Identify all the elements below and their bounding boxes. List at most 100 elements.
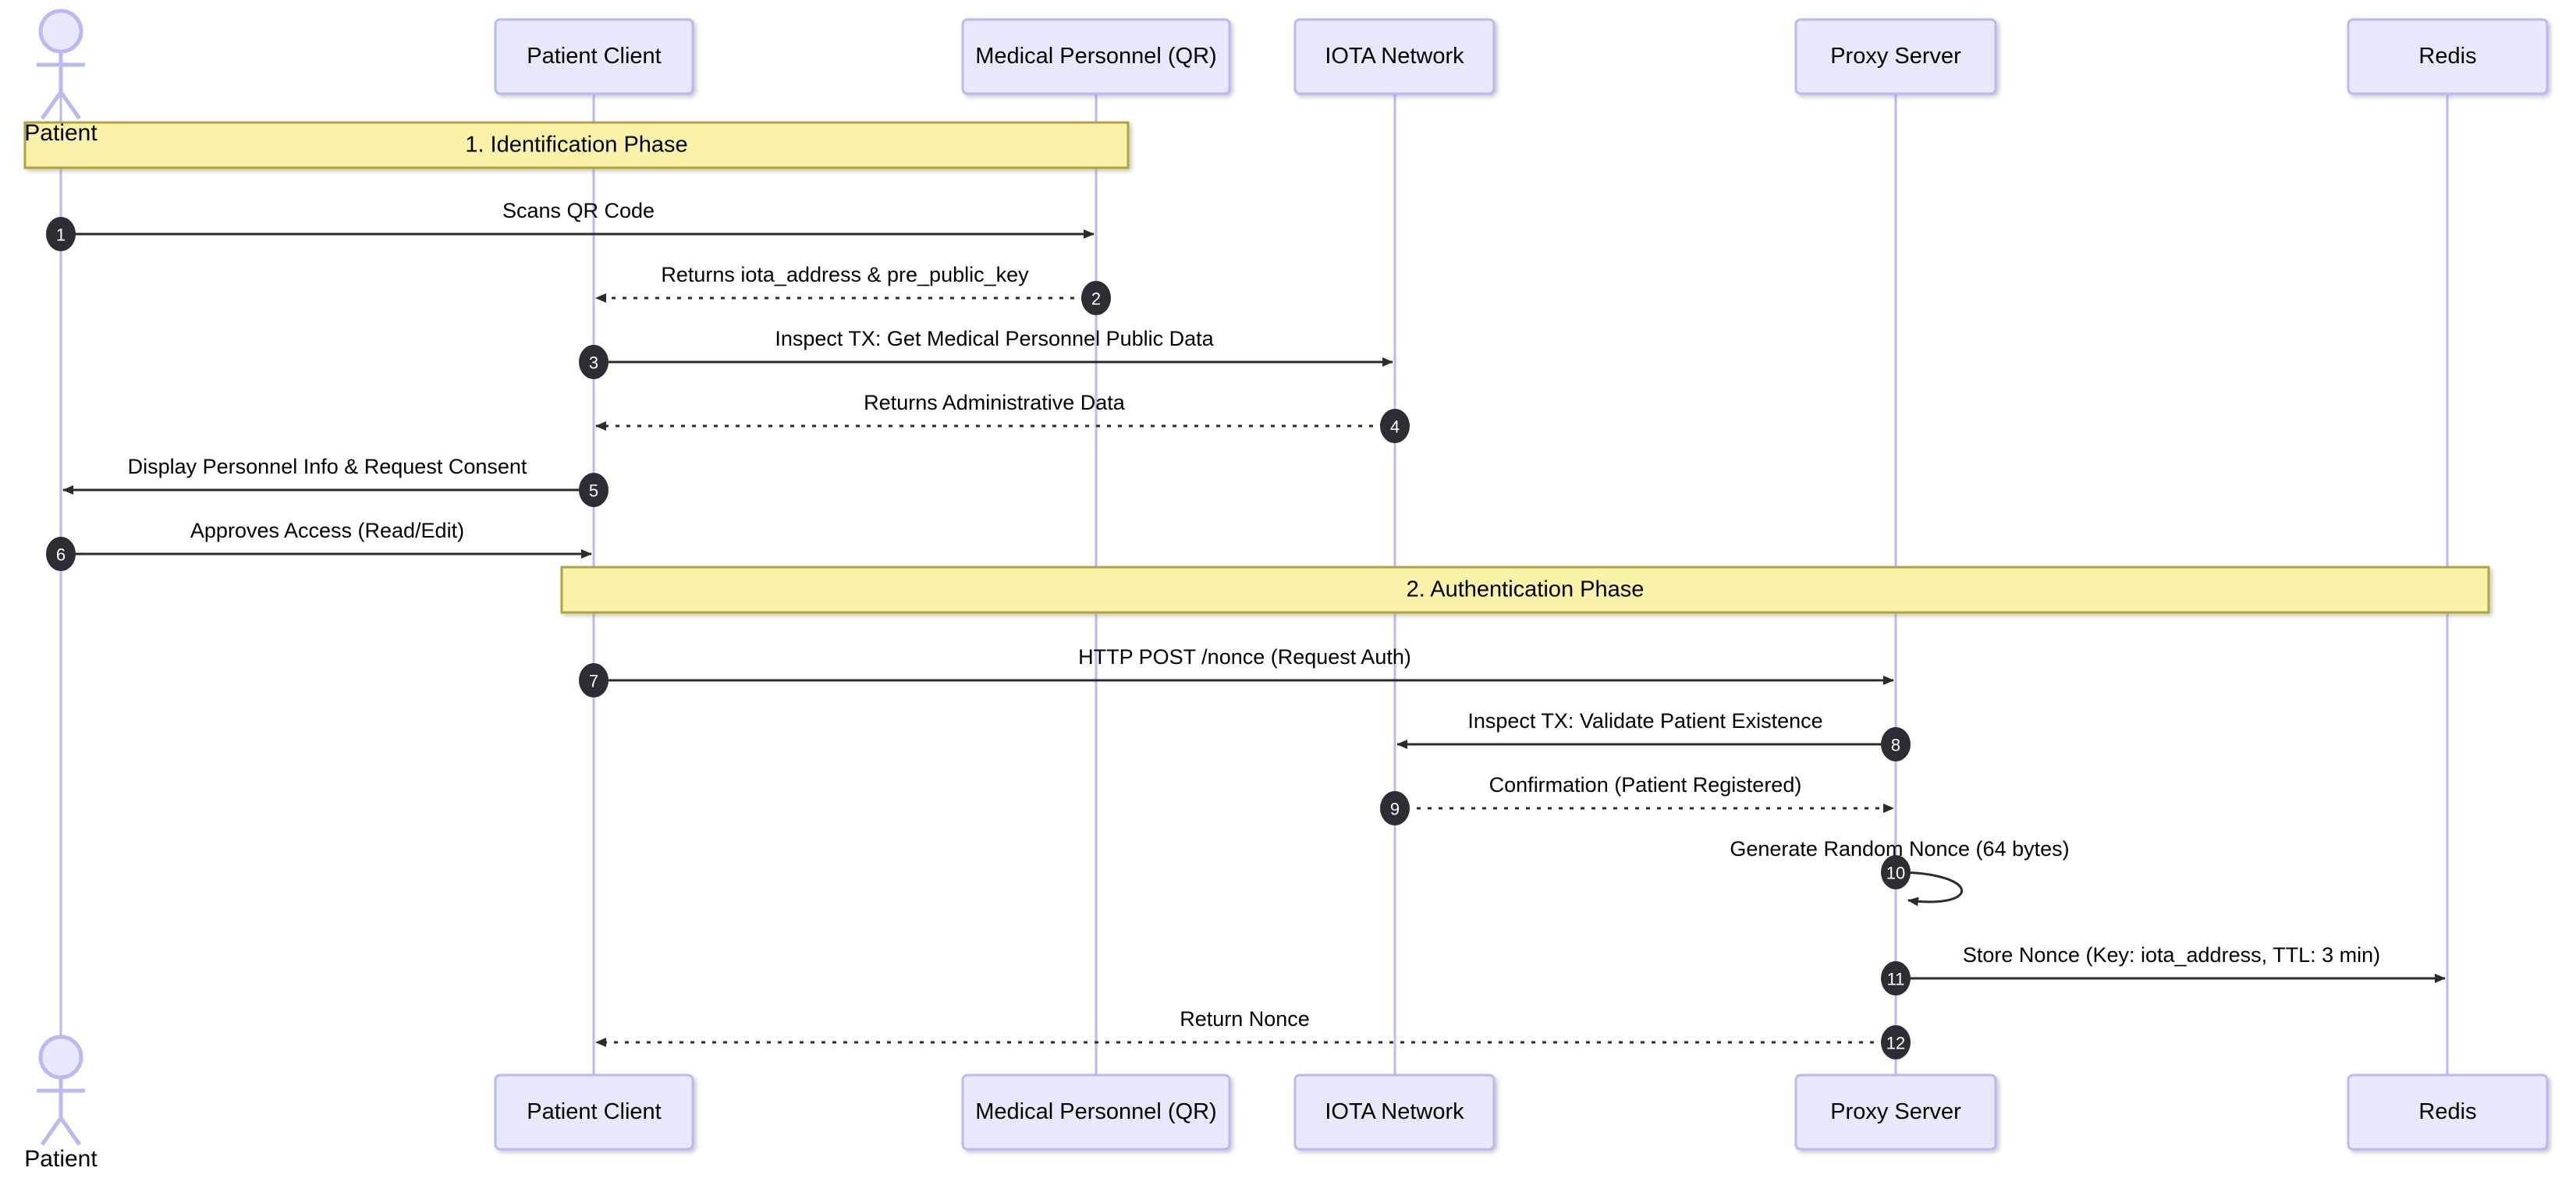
sequence-badge-11: 11 xyxy=(1881,961,1911,996)
participant-box[interactable] xyxy=(1794,18,1997,95)
sequence-badge-circle xyxy=(579,345,609,379)
actor-leg-left-icon xyxy=(40,91,63,120)
participant-label-proxy: Proxy Server xyxy=(1830,1099,1961,1124)
message-label-11: Store Nonce (Key: iota_address, TTL: 3 m… xyxy=(1963,943,2380,967)
sequence-badge-number: 12 xyxy=(1886,1034,1905,1053)
actor-label-patient: Patient xyxy=(24,120,98,146)
phase-bands-layer: 1. Identification Phase 2. Authentication… xyxy=(23,121,2490,614)
sequence-badge-12: 12 xyxy=(1881,1025,1911,1059)
participant-box[interactable] xyxy=(961,1074,1231,1151)
participant-redis-bottom[interactable]: Redis xyxy=(2347,1074,2549,1151)
message-label-9: Confirmation (Patient Registered) xyxy=(1489,773,1802,797)
participant-iota-top[interactable]: IOTA Network xyxy=(1293,18,1496,95)
sequence-badge-9: 9 xyxy=(1380,791,1410,825)
sequence-badge-4: 4 xyxy=(1380,409,1410,443)
phase-band-rect xyxy=(560,566,2490,614)
sequence-badge-5: 5 xyxy=(579,473,609,507)
participant-redis-top[interactable]: Redis xyxy=(2347,18,2549,95)
participant-label-proxy: Proxy Server xyxy=(1830,44,1961,69)
message-3[interactable]: Inspect TX: Get Medical Personnel Public… xyxy=(579,327,1393,379)
actor-head-icon xyxy=(38,1035,83,1080)
actor-leg-right-icon xyxy=(59,1116,82,1146)
message-self-arrow xyxy=(1895,871,1963,907)
message-10[interactable]: Generate Random Nonce (64 bytes)10 xyxy=(1730,837,2070,907)
participant-box[interactable] xyxy=(494,18,694,95)
sequence-badge-number: 1 xyxy=(56,225,66,245)
participant-label-redis: Redis xyxy=(2418,44,2476,69)
sequence-badge-10: 10 xyxy=(1881,855,1911,889)
sequence-badge-circle xyxy=(46,217,76,251)
sequence-badge-circle xyxy=(1881,727,1911,761)
message-8[interactable]: Inspect TX: Validate Patient Existence 8 xyxy=(1396,709,1911,761)
participant-client-bottom[interactable]: Patient Client xyxy=(494,1074,694,1151)
message-1[interactable]: Scans QR Code 1 xyxy=(46,199,1095,251)
sequence-badge-number: 6 xyxy=(56,545,66,565)
message-7[interactable]: HTTP POST /nonce (Request Auth) 7 xyxy=(579,645,1894,697)
participant-box[interactable] xyxy=(1293,1074,1496,1151)
phase-band-rect xyxy=(23,121,1130,169)
actor-label-patient: Patient xyxy=(24,1146,98,1172)
sequence-badge-circle xyxy=(1081,281,1111,315)
participant-label-redis: Redis xyxy=(2418,1099,2476,1124)
message-12[interactable]: Return Nonce 12 xyxy=(595,1007,1911,1059)
message-label-3: Inspect TX: Get Medical Personnel Public… xyxy=(775,327,1214,350)
participant-box[interactable] xyxy=(494,1074,694,1151)
sequence-badge-number: 8 xyxy=(1891,736,1900,755)
participant-box[interactable] xyxy=(961,18,1231,95)
message-label-8: Inspect TX: Validate Patient Existence xyxy=(1467,709,1822,733)
sequence-badge-number: 10 xyxy=(1886,864,1905,883)
sequence-badge-circle xyxy=(579,473,609,507)
phase-band-phase-2: 2. Authentication Phase xyxy=(560,566,2490,614)
participant-label-medical: Medical Personnel (QR) xyxy=(975,44,1216,69)
participant-iota-bottom[interactable]: IOTA Network xyxy=(1293,1074,1496,1151)
participant-proxy-bottom[interactable]: Proxy Server xyxy=(1794,1074,1997,1151)
participant-box[interactable] xyxy=(2347,1074,2549,1151)
message-label-2: Returns iota_address & pre_public_key xyxy=(661,263,1029,286)
participant-label-client: Patient Client xyxy=(527,44,662,69)
message-4[interactable]: Returns Administrative Data 4 xyxy=(595,391,1410,443)
sequence-badge-number: 4 xyxy=(1390,417,1400,437)
participant-proxy-top[interactable]: Proxy Server xyxy=(1794,18,1997,95)
participant-label-iota: IOTA Network xyxy=(1325,1099,1464,1124)
sequence-badge-circle xyxy=(1881,1025,1911,1059)
message-label-6: Approves Access (Read/Edit) xyxy=(190,519,464,542)
sequence-badge-3: 3 xyxy=(579,345,609,379)
phase-band-phase-1: 1. Identification Phase xyxy=(23,121,1130,169)
sequence-badge-circle xyxy=(1881,961,1911,996)
phase-band-label: 2. Authentication Phase xyxy=(1407,577,1645,602)
sequence-badge-1: 1 xyxy=(46,217,76,251)
sequence-badge-number: 7 xyxy=(589,672,598,691)
participant-box[interactable] xyxy=(1794,1074,1997,1151)
message-label-12: Return Nonce xyxy=(1180,1007,1310,1031)
sequence-badge-7: 7 xyxy=(579,663,609,697)
sequence-badge-circle xyxy=(1380,409,1410,443)
message-label-7: HTTP POST /nonce (Request Auth) xyxy=(1078,645,1411,669)
message-9[interactable]: Confirmation (Patient Registered) 9 xyxy=(1380,773,1894,825)
participant-medical-bottom[interactable]: Medical Personnel (QR) xyxy=(961,1074,1231,1151)
actor-patient-top: Patient xyxy=(24,9,98,146)
message-2[interactable]: Returns iota_address & pre_public_key 2 xyxy=(595,263,1111,315)
sequence-badge-number: 2 xyxy=(1091,289,1101,309)
participant-client-top[interactable]: Patient Client xyxy=(494,18,694,95)
sequence-badge-circle xyxy=(1380,791,1410,825)
sequence-badge-circle xyxy=(579,663,609,697)
participant-medical-top[interactable]: Medical Personnel (QR) xyxy=(961,18,1231,95)
message-5[interactable]: Display Personnel Info & Request Consent… xyxy=(62,455,609,507)
message-11[interactable]: Store Nonce (Key: iota_address, TTL: 3 m… xyxy=(1881,943,2446,996)
participant-label-iota: IOTA Network xyxy=(1325,44,1464,69)
message-label-4: Returns Administrative Data xyxy=(864,391,1126,414)
phase-band-label: 1. Identification Phase xyxy=(465,133,687,158)
sequence-badge-2: 2 xyxy=(1081,281,1111,315)
message-6[interactable]: Approves Access (Read/Edit) 6 xyxy=(46,519,592,571)
participant-box[interactable] xyxy=(1293,18,1496,95)
actor-leg-right-icon xyxy=(59,91,82,120)
sequence-badge-number: 9 xyxy=(1390,800,1400,819)
sequence-badge-8: 8 xyxy=(1881,727,1911,761)
actor-patient-bottom: Patient xyxy=(24,1035,98,1172)
message-label-1: Scans QR Code xyxy=(502,199,655,222)
participant-box[interactable] xyxy=(2347,18,2549,95)
participant-label-client: Patient Client xyxy=(527,1099,662,1124)
sequence-badge-circle xyxy=(46,537,76,571)
